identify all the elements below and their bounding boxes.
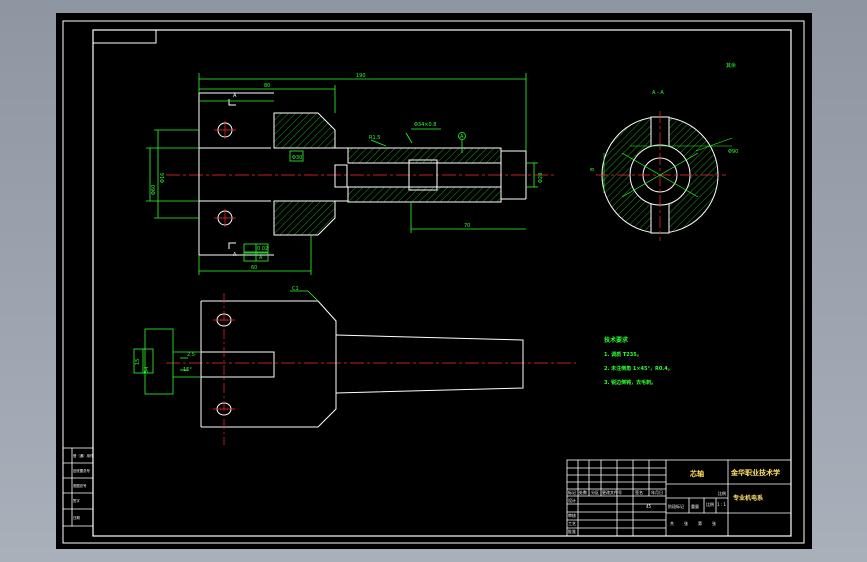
sheet-outer-border [62,20,805,544]
section-marker-top: A [233,93,237,99]
dim-side-a: 54 [144,367,150,373]
dim-slot: 2.5 [187,352,195,358]
dim-chamfer2: C1 [292,286,299,292]
scale-label: 比例 [706,501,714,507]
bottom-view [166,293,576,445]
row-label-process: 工艺 [568,521,576,526]
sheet-label-4: 张 [712,520,716,526]
section-view [596,111,733,241]
department: 专业机电系 [733,494,763,502]
cad-viewport[interactable]: 190 80 60 70 Φ34×0.8 Φ30 R1.5 Φ16 Φ60 Φ2… [56,13,812,549]
header-label-6: 年月日 [651,489,663,495]
stage-label-1: 阶段标记 [668,503,684,509]
scale-value: 1 : 1 [717,502,726,507]
dim-thread: Φ34×0.8 [414,122,436,128]
dim-angle: 15° [183,367,192,373]
side-stamp-4: 签字 [73,498,80,503]
tech-req-item-1: 1. 调质 T235。 [604,351,642,358]
dim-dia-small: Φ16 [160,173,166,183]
dim-overall: 190 [356,73,366,79]
dim-right: Φ28 [538,173,544,183]
header-label-2: 处数 [579,489,587,495]
tech-req-item-3: 3. 锐边倒钝，去毛刺。 [604,379,656,386]
side-stamp-3: 底图总号 [73,483,87,488]
dim-section-dia: Φ90 [728,149,738,155]
dim-bottom: 60 [251,265,257,271]
tech-req-title: 技术要求 [604,336,629,344]
dim-left-part: 80 [264,83,270,89]
title-block [566,459,792,537]
tech-req-item-2: 2. 未注倒角 1×45°，R0.4。 [604,365,673,372]
side-stamp-5: 日期 [73,515,80,520]
header-label-3: 分区 [591,489,599,495]
tol-datum: A [259,255,263,261]
school-name: 金华职业技术学 [730,468,780,477]
header-label-4: 更改文件号 [602,489,622,495]
part-name: 芯轴 [690,469,704,478]
side-stamp [62,447,94,527]
dim-flange: Φ60 [151,185,157,195]
side-stamp-1: 借（通）用件 [73,453,94,458]
side-stamp-2: 旧底图总号 [73,468,91,473]
bottom-dimensions [133,290,319,395]
datum-label: A [460,134,464,140]
sheet-label-2: 张 [684,520,688,526]
front-view [166,92,556,256]
front-dimensions [146,73,538,275]
tol-value: 0.02 [257,246,268,252]
stage-label-3: 比例 [718,490,726,496]
engineering-drawing: 190 80 60 70 Φ34×0.8 Φ30 R1.5 Φ16 Φ60 Φ2… [62,20,805,544]
sheet-inner-border [92,29,792,537]
row-label-approve: 批准 [568,528,576,534]
stage-label-2: 重量 [691,503,699,509]
row-label-review: 审核 [568,512,576,518]
dim-right-len: 70 [464,223,470,229]
section-marker-bottom: A [233,252,237,258]
section-label: A - A [652,90,664,96]
dim-bore: Φ30 [292,155,302,161]
row-label-design: 设计 [568,497,576,503]
sheet-label-3: 第 [698,520,702,526]
header-label-5: 签名 [635,489,643,495]
code-box [92,29,157,44]
dim-chamfer: R1.5 [369,135,380,141]
header-label-1: 标记 [568,489,576,495]
sheet-label-1: 共 [670,520,674,526]
dim-key: 8 [590,168,596,171]
roughness-note: 其余 [726,62,736,69]
dim-side-b: 15 [135,359,141,365]
material: 45 [646,504,652,509]
